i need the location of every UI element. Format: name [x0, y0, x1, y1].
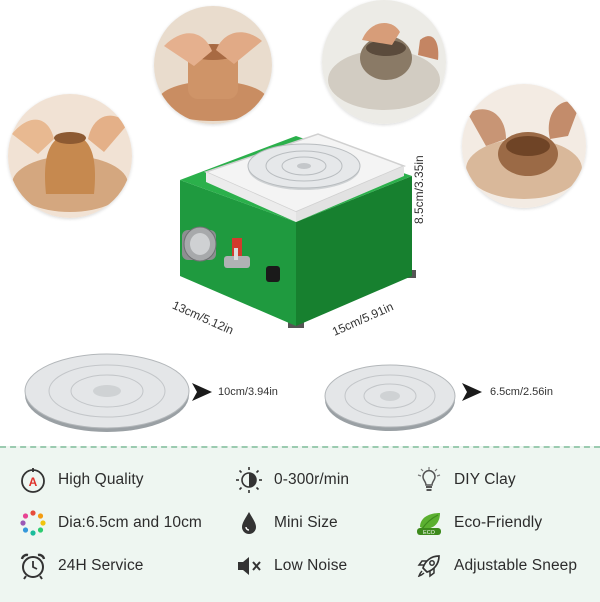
- feature-diameter: Dia:6.5cm and 10cm: [18, 505, 202, 541]
- features-panel: [0, 446, 600, 602]
- feature-label: Eco-Friendly: [454, 514, 543, 531]
- feature-label: High Quality: [58, 471, 144, 488]
- eco-leaf-icon: ECO: [414, 508, 444, 538]
- speed-dial-icon: [234, 465, 264, 495]
- feature-service: 24H Service: [18, 548, 144, 584]
- feature-label: Low Noise: [274, 557, 348, 574]
- mute-speaker-icon: [234, 551, 264, 581]
- svg-text:ECO: ECO: [423, 530, 436, 536]
- rocket-icon: [414, 551, 444, 581]
- pottery-photo-top-left: [154, 6, 272, 124]
- color-wheel-icon: [18, 508, 48, 538]
- large-wheel-disc: [24, 353, 190, 432]
- small-disc-arrow-icon: [462, 383, 482, 401]
- feature-label: DIY Clay: [454, 471, 516, 488]
- pottery-photo-left: [8, 94, 132, 218]
- feature-high-quality: A High Quality: [18, 462, 144, 498]
- feature-label: Dia:6.5cm and 10cm: [58, 514, 202, 531]
- feature-label: Mini Size: [274, 514, 338, 531]
- pottery-wheel-machine: [180, 133, 416, 328]
- pottery-photo-right: [462, 84, 586, 208]
- feature-label: 0-300r/min: [274, 471, 350, 488]
- feature-diy-clay: DIY Clay: [414, 462, 516, 498]
- pottery-photo-top-right: [322, 0, 446, 124]
- feature-adjustable: Adjustable Sneep: [414, 548, 577, 584]
- svg-text:A: A: [29, 475, 38, 489]
- small-wheel-disc: [324, 364, 456, 431]
- feature-eco-friendly: ECO Eco-Friendly: [414, 505, 542, 541]
- feature-label: 24H Service: [58, 557, 144, 574]
- small-disc-size-label: 6.5cm/2.56in: [490, 386, 553, 398]
- feature-low-noise: Low Noise: [234, 548, 347, 584]
- large-disc-size-label: 10cm/3.94in: [218, 386, 278, 398]
- large-disc-arrow-icon: [192, 383, 212, 401]
- lightbulb-icon: [414, 465, 444, 495]
- quality-badge-icon: A: [18, 465, 48, 495]
- alarm-clock-icon: [18, 551, 48, 581]
- feature-speed: 0-300r/min: [234, 462, 349, 498]
- feature-label: Adjustable Sneep: [454, 557, 578, 574]
- droplet-icon: [234, 508, 264, 538]
- height-dimension: 8.5cm/3.35in: [412, 155, 426, 224]
- feature-mini-size: Mini Size: [234, 505, 338, 541]
